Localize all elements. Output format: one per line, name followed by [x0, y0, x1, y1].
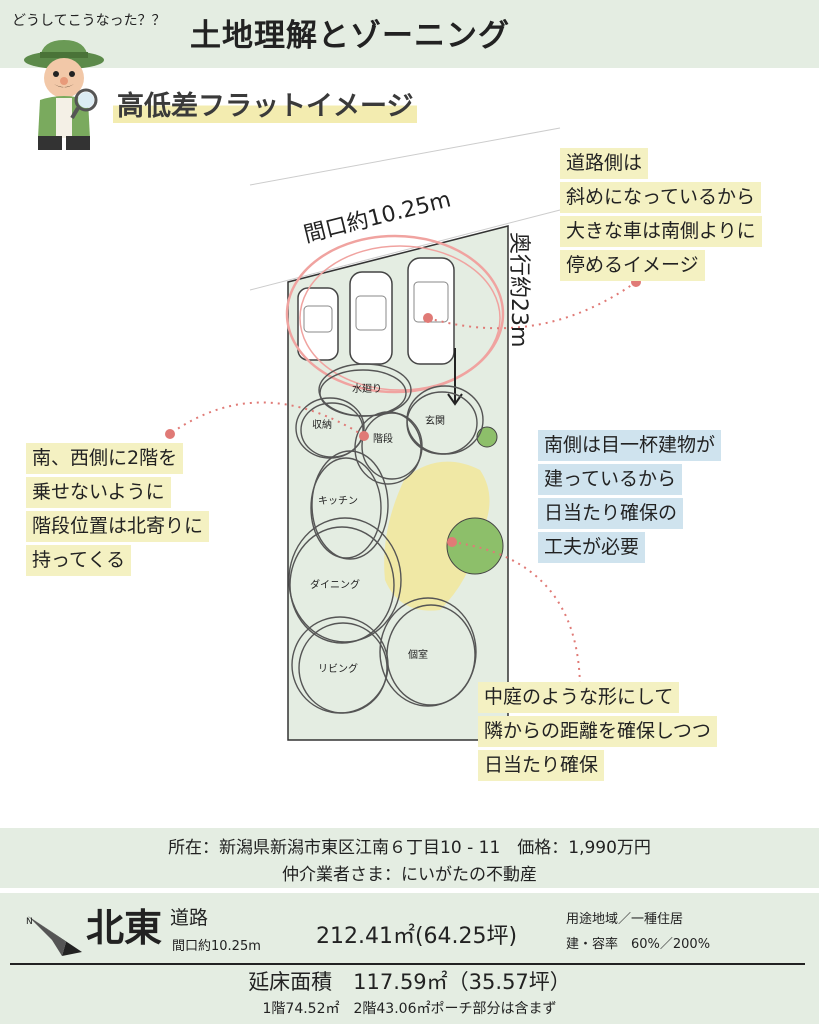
direction-label: 北東	[86, 906, 163, 950]
zoning-info: 用途地域／一種住居	[566, 912, 684, 927]
room-label-living: リビング	[318, 662, 358, 675]
floor-area: 延床面積 117.59㎡（35.57坪）	[248, 970, 571, 994]
frontage-info: 間口約10.25m	[172, 939, 261, 954]
road-label: 道路	[170, 907, 209, 929]
coverage-ratio: 建・容率 60%／200%	[566, 937, 711, 952]
svg-text:N: N	[26, 917, 33, 927]
note-south: 南側は目一杯建物が 建っているから 日当たり確保の 工夫が必要	[538, 430, 722, 566]
tree-icon	[476, 426, 498, 448]
note-road-side: 道路側は 斜めになっているから 大きな車は南側よりに 停めるイメージ	[560, 148, 762, 284]
section-subtitle: 高低差フラットイメージ	[113, 84, 418, 123]
parking-zone-circle	[285, 234, 505, 394]
header-band: どうしてこうなった？？ 土地理解とゾーニング	[0, 0, 819, 68]
room-label-storage: 収納	[312, 418, 332, 431]
header-question: どうしてこうなった？？	[12, 13, 166, 29]
tree-icon	[446, 517, 504, 575]
room-label-entrance: 玄関	[425, 414, 445, 427]
site-plan: 水廻り 収納 階段 玄関 キッチン ダイニング リビング 個室	[165, 127, 641, 741]
note-stairs: 南、西側に2階を 乗せないように 階段位置は北寄りに 持ってくる	[26, 443, 210, 579]
divider	[10, 963, 805, 965]
note-courtyard: 中庭のような形にして 隣からの距離を確保しつつ 日当たり確保	[478, 682, 717, 784]
location-band: 所在：新潟県新潟市東区江南６丁目10 - 11 価格：1,990万円 仲介業者さ…	[0, 828, 819, 888]
depth-dimension: 奥行約23m	[506, 232, 531, 348]
detective-mascot-icon	[24, 40, 104, 150]
agent-line: 仲介業者さま：にいがたの不動産	[282, 865, 537, 885]
room-label-dining: ダイニング	[310, 578, 360, 591]
room-label-water: 水廻り	[352, 383, 382, 395]
page-title: 土地理解とゾーニング	[190, 18, 510, 54]
room-label-kitchen: キッチン	[318, 495, 358, 507]
north-arrow-icon: N	[26, 916, 82, 956]
sunny-area	[384, 461, 490, 611]
spec-band	[0, 893, 819, 1024]
room-label-private: 個室	[408, 648, 428, 661]
road-edge-line	[249, 127, 561, 186]
floor-breakdown: 1階74.52㎡ 2階43.06㎡ポーチ部分は含まず	[262, 1001, 557, 1017]
location-line: 所在：新潟県新潟市東区江南６丁目10 - 11 価格：1,990万円	[168, 838, 651, 858]
land-area: 212.41㎡(64.25坪)	[316, 924, 518, 949]
room-label-stairs: 階段	[373, 432, 393, 445]
